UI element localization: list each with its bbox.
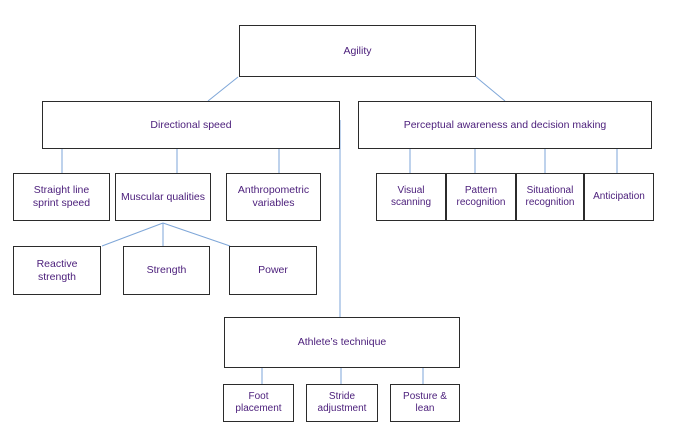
node-straight-line-sprint-speed: Straight line sprint speed xyxy=(13,173,110,221)
node-power: Power xyxy=(229,246,317,295)
node-strength: Strength xyxy=(123,246,210,295)
node-foot-placement: Foot placement xyxy=(223,384,294,422)
node-agility: Agility xyxy=(239,25,476,77)
node-situational-recognition: Situational recognition xyxy=(516,173,584,221)
node-stride-adjustment: Stride adjustment xyxy=(306,384,378,422)
connector-agility-perceptual xyxy=(475,76,506,102)
node-athletes-technique: Athlete’s technique xyxy=(224,317,460,368)
node-visual-scanning: Visual scanning xyxy=(376,173,446,221)
node-pattern-recognition: Pattern recognition xyxy=(446,173,516,221)
node-anticipation: Anticipation xyxy=(584,173,654,221)
node-perceptual-awareness: Perceptual awareness and decision making xyxy=(358,101,652,149)
node-muscular-qualities: Muscular qualities xyxy=(115,173,211,221)
connector-agility-directional xyxy=(207,76,239,102)
node-reactive-strength: Reactive strength xyxy=(13,246,101,295)
connector-muscular-reactive xyxy=(101,222,164,247)
node-directional-speed: Directional speed xyxy=(42,101,340,149)
node-posture-lean: Posture & lean xyxy=(390,384,460,422)
node-anthropometric-variables: Anthropometric variables xyxy=(226,173,321,221)
connector-muscular-power xyxy=(162,222,231,247)
